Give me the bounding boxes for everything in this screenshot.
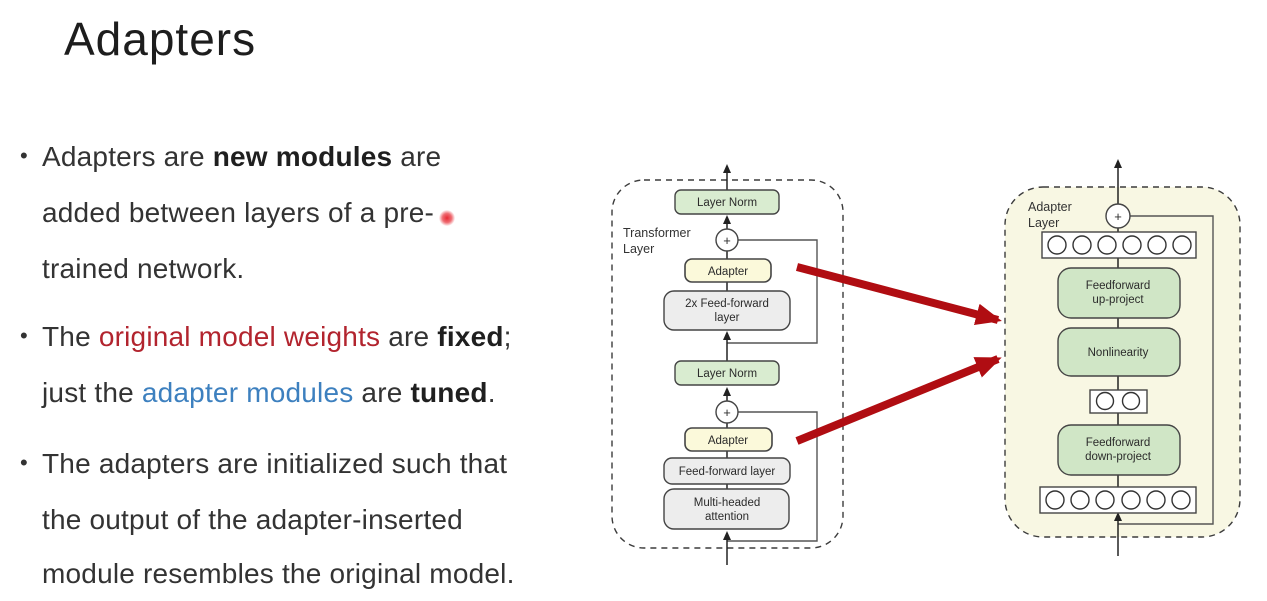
transformer-layer-diagram: Transformer Layer Layer Norm + — [611, 164, 844, 565]
text-run: added between layers of — [42, 197, 360, 228]
feedforward-up-project-box — [1057, 267, 1181, 319]
adapter-add-node — [1105, 203, 1131, 229]
text-run: the output of the adapter-inserted — [42, 504, 463, 535]
feedforward-down-project-label: Feedforward — [1086, 437, 1151, 449]
bottleneck-vector — [1089, 389, 1148, 414]
adapter-layer-diagram: Adapter Layer + — [1004, 159, 1241, 556]
feature-circles-bottom — [1045, 490, 1191, 510]
text-run: The — [42, 321, 99, 352]
add-node-top — [715, 228, 739, 252]
plus-icon: + — [723, 405, 731, 420]
adapter-bottom-label: Adapter — [708, 435, 748, 447]
feature-vector-top — [1041, 231, 1197, 259]
text-run-bold: tuned — [410, 377, 488, 408]
multi-headed-attention-label: Multi-headed — [694, 497, 760, 509]
bullet-marker: • — [20, 450, 28, 475]
text-run-bold: fixed — [437, 321, 504, 352]
adapter-bottom-box — [684, 427, 773, 452]
plus-icon: + — [1114, 209, 1122, 224]
add-node-bottom — [715, 400, 739, 424]
feedforward-up-project-label: Feedforward — [1086, 280, 1151, 292]
adapter-highlight-arrow-bottom — [795, 355, 1002, 445]
adapter-top-label: Adapter — [708, 266, 748, 278]
nonlinearity-box — [1057, 327, 1181, 377]
adapter-highlight-arrow-top — [795, 263, 1002, 326]
feature-vector-bottom — [1039, 486, 1197, 514]
layer-norm-top-label: Layer Norm — [697, 197, 757, 209]
text-run: trained network. — [42, 253, 245, 284]
adapter-layer-label-line2: Layer — [1028, 216, 1059, 230]
layer-norm-bottom-box — [674, 360, 780, 386]
adapter-skip-connection — [1118, 215, 1214, 525]
bullet-marker: • — [20, 143, 28, 168]
feedforward-down-project-box — [1057, 424, 1181, 476]
text-run-bold: new modules — [212, 141, 393, 172]
multi-headed-attention-label-line2: attention — [705, 511, 749, 523]
adapter-top-box — [684, 258, 772, 283]
transformer-layer-label-line2: Layer — [623, 242, 654, 256]
feed-forward-label: Feed-forward layer — [679, 466, 776, 478]
layer-norm-bottom-label: Layer Norm — [697, 368, 757, 380]
feed-forward-2x-box — [663, 290, 791, 331]
text-run: a — [359, 197, 376, 228]
plus-icon: + — [723, 233, 731, 248]
multi-headed-attention-box — [663, 488, 790, 530]
feedforward-up-project-label-line2: up-project — [1092, 294, 1144, 306]
feed-forward-2x-label-line2: layer — [715, 312, 740, 324]
text-run: Adapters are — [42, 141, 213, 172]
text-run: are — [380, 321, 438, 352]
feed-forward-box — [663, 457, 791, 485]
feed-forward-2x-label: 2x Feed-forward — [685, 298, 769, 310]
bullet-marker: • — [20, 323, 28, 348]
text-run: module resembles the original model. — [42, 558, 515, 589]
text-run-red: original model weights — [98, 321, 381, 352]
text-run: are — [353, 377, 411, 408]
text-run: The adapters are initialized such that — [42, 448, 508, 479]
adapter-layer-label: Adapter — [1028, 200, 1072, 214]
feature-circles-top — [1047, 235, 1192, 255]
text-run: are — [392, 141, 442, 172]
skip-connection-2 — [727, 411, 818, 542]
text-run-blue: adapter modules — [141, 377, 354, 408]
bottleneck-circles — [1095, 391, 1141, 411]
text-run: . — [487, 377, 496, 408]
nonlinearity-label: Nonlinearity — [1088, 347, 1149, 359]
text-run: just the — [42, 377, 142, 408]
skip-connection-1 — [727, 239, 818, 344]
layer-norm-top-box — [674, 189, 780, 215]
page-title: Adapters — [64, 13, 257, 65]
transformer-layer-label: Transformer — [623, 226, 691, 240]
text-run: pre- — [375, 197, 435, 228]
feedforward-down-project-label-line2: down-project — [1085, 451, 1152, 463]
text-run: ; — [503, 321, 512, 352]
